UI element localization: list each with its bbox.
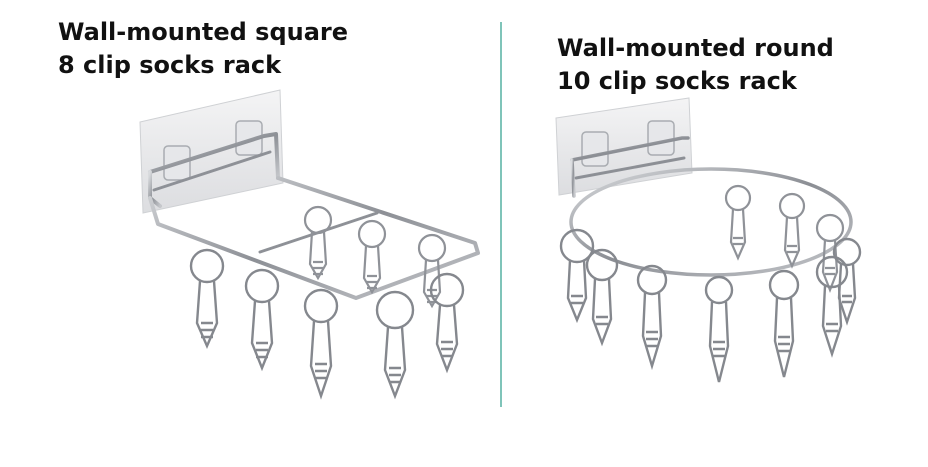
clips-row-front (189, 248, 465, 400)
rack-frame (569, 136, 853, 277)
panel-divider (500, 22, 502, 407)
product-panel-square: Wall-mounted square 8 clip socks rack (58, 16, 480, 400)
title-line-1: Wall-mounted round (557, 34, 834, 62)
product-title-round: Wall-mounted round 10 clip socks rack (557, 32, 834, 98)
title-line-1: Wall-mounted square (58, 18, 349, 46)
title-line-2: 10 clip socks rack (557, 67, 797, 95)
product-title-square: Wall-mounted square 8 clip socks rack (58, 16, 348, 82)
product-panel-round: Wall-mounted round 10 clip socks rack (502, 0, 928, 467)
clips-row-back (303, 205, 447, 309)
square-rack-illustration (139, 89, 480, 400)
clips-front (559, 228, 862, 383)
round-rack-illustration (555, 97, 862, 383)
clips-back (724, 184, 845, 294)
title-line-2: 8 clip socks rack (58, 51, 282, 79)
